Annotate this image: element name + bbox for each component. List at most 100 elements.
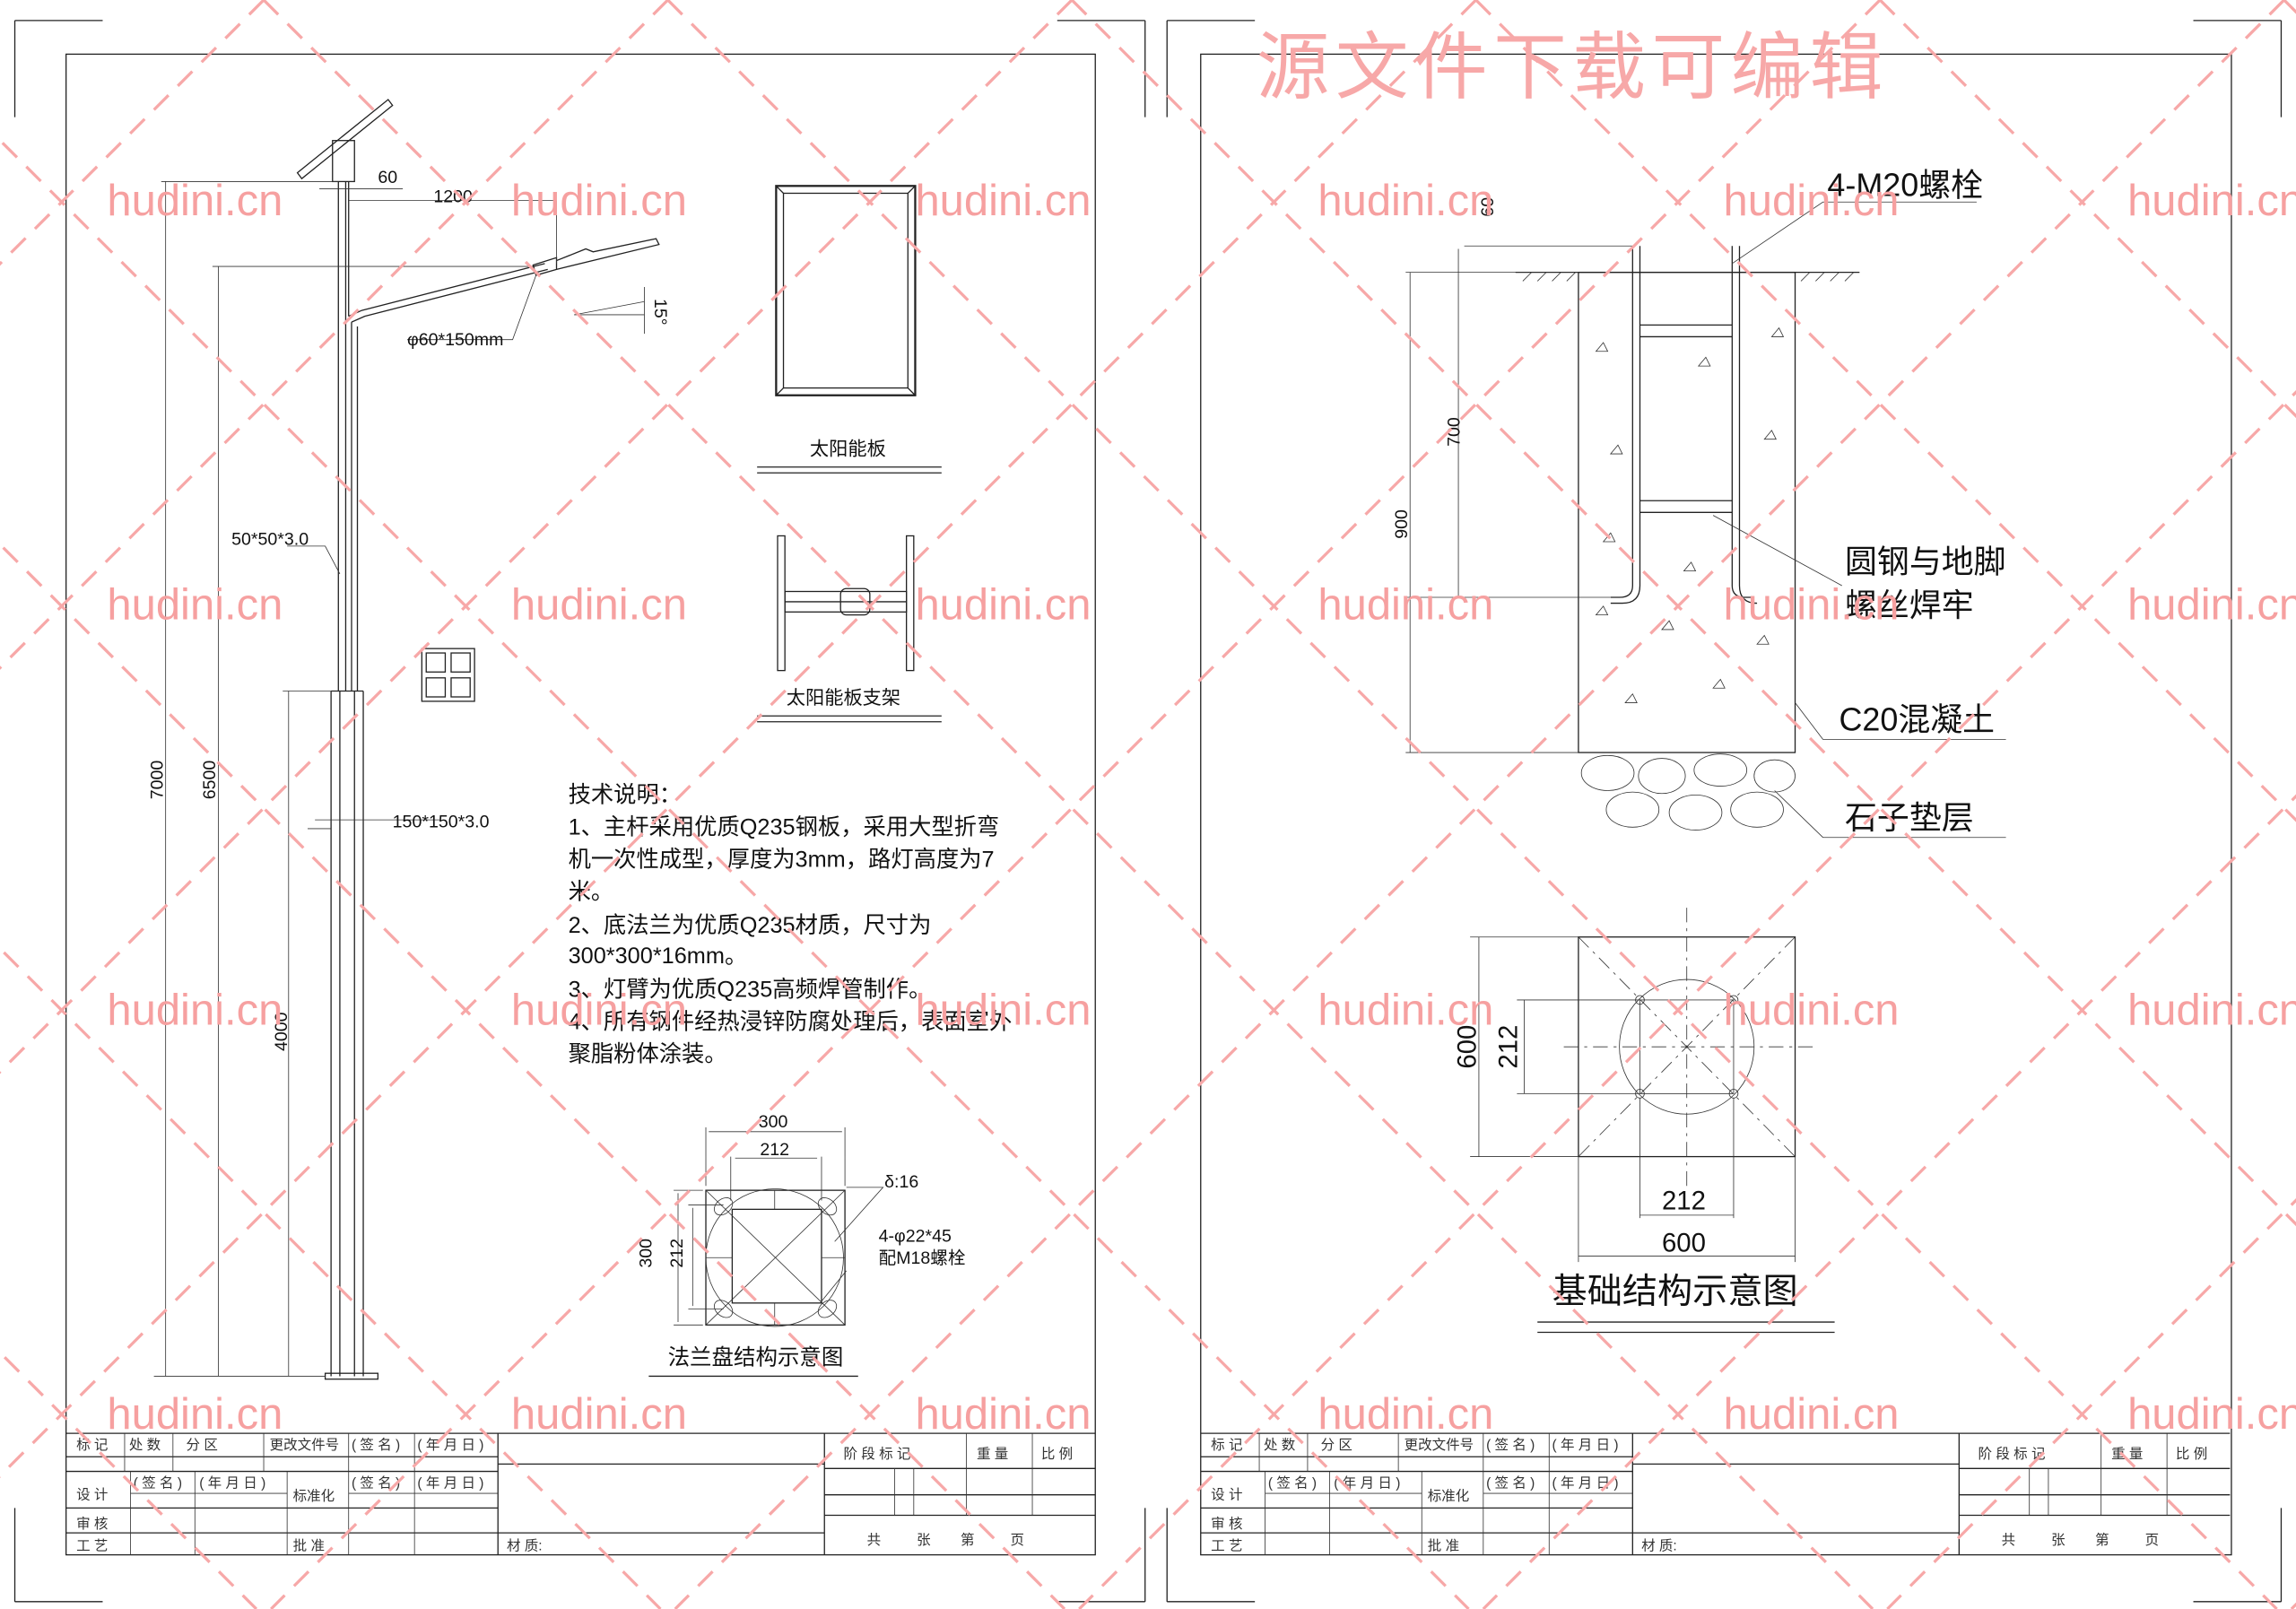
watermark-text: hudini.cn [511, 1390, 687, 1439]
plan-dim-600-h: 600 [1662, 1229, 1706, 1258]
tb-no: 第 [961, 1532, 975, 1548]
tech-note-line: 1、主杆采用优质Q235钢板，采用大型折弯 [569, 814, 1000, 839]
lower-section-label: 150*150*3.0 [393, 812, 490, 831]
solar-bracket-label: 太阳能板支架 [787, 687, 900, 709]
solar-bracket-view: 太阳能板支架 [757, 535, 942, 723]
watermark-text: hudini.cn [107, 1390, 283, 1439]
tech-notes: 技术说明： 1、主杆采用优质Q235钢板，采用大型折弯 机一次性成型，厚度为3m… [569, 783, 1013, 1067]
flange-inner-dim: 212 [760, 1140, 789, 1160]
foundation-plan: 600 212 212 600 基础结构示意图 [1453, 908, 1835, 1334]
flange-diagram: 300 212 300 212 δ:16 4-φ22*45 配M18螺栓 法兰盘… [637, 1112, 966, 1378]
watermark-text: hudini.cn [1724, 987, 1900, 1035]
watermark-text: hudini.cn [1318, 177, 1493, 225]
watermark-text: hudini.cn [511, 987, 687, 1035]
watermark-text: hudini.cn [2127, 177, 2296, 225]
flange-outer-dim-v: 300 [637, 1239, 657, 1268]
upper-section-label: 50*50*3.0 [231, 529, 309, 549]
bolt-label: 4-M20螺栓 [1827, 167, 1983, 204]
watermark-text: hudini.cn [1724, 1390, 1900, 1439]
flange-outer-dim: 300 [759, 1112, 788, 1132]
dim-top-width: 60 [378, 168, 397, 187]
flange-title: 法兰盘结构示意图 [668, 1344, 844, 1370]
tb-mark: 标 记 [76, 1437, 108, 1453]
watermark-text: hudini.cn [2127, 987, 2296, 1035]
watermark-text: hudini.cn [1724, 177, 1900, 225]
foundation-section: 4-M20螺栓 60 700 900 圆钢与地脚 螺丝焊牢 C20混凝土 石子垫… [1392, 167, 2006, 839]
watermark-text: hudini.cn [107, 177, 283, 225]
watermark-line [0, 138, 1470, 1609]
watermark-line [1070, 0, 2296, 1227]
tb-sign: ( 签 名 ) [134, 1475, 182, 1492]
tb-review: 审 核 [76, 1516, 108, 1532]
solar-panel-side [296, 99, 394, 180]
watermark-line [1482, 794, 2296, 1609]
tb-sheets: 张 [917, 1532, 931, 1548]
tb-stage: 阶 段 标 记 [843, 1446, 910, 1462]
flange-inner-dim-v: 212 [667, 1239, 687, 1268]
tb-weight: 重 量 [977, 1446, 1008, 1462]
tb-total: 共 [867, 1532, 882, 1548]
watermark-text: hudini.cn [915, 1390, 1091, 1439]
arm-angle-label: 15° [650, 299, 670, 326]
tb-count: 处 数 [129, 1437, 161, 1453]
watermark-text: hudini.cn [107, 581, 283, 630]
watermark-line [0, 0, 1477, 1478]
watermark-line [0, 542, 1066, 1609]
right-sheet-frame [1166, 20, 2283, 1603]
tb-material: 材 质: [507, 1538, 543, 1554]
watermark-text: hudini.cn [1318, 581, 1493, 630]
solar-panel-view: 太阳能板 [757, 185, 942, 474]
watermark-line [0, 0, 669, 670]
tb-page: 页 [1011, 1533, 1025, 1548]
concrete-label: C20混凝土 [1839, 701, 1995, 738]
gravel-label: 石子垫层 [1845, 799, 1974, 836]
foundation-title: 基础结构示意图 [1552, 1273, 1798, 1311]
tb-design: 设 计 [76, 1487, 108, 1503]
tb-sign: ( 签 名 ) [352, 1437, 400, 1453]
watermark-line [674, 0, 2285, 1609]
watermark-text: hudini.cn [2127, 581, 2296, 630]
dim-arm-length: 1200 [433, 187, 473, 206]
plan-dim-212-v: 212 [1493, 1025, 1523, 1069]
watermark-text: hudini.cn [511, 177, 687, 225]
height-total-label: 7000 [147, 761, 167, 800]
plan-dim-600-v: 600 [1453, 1025, 1483, 1069]
tb-process: 工 艺 [76, 1538, 108, 1554]
watermark-line [0, 0, 1074, 1074]
tb-date: ( 年 月 日 ) [199, 1475, 265, 1492]
watermark-text: hudini.cn [915, 177, 1091, 225]
dim-900: 900 [1392, 509, 1412, 539]
watermark-text: hudini.cn [1724, 581, 1900, 630]
watermark-line [270, 0, 1882, 1609]
flange-thickness: δ:16 [884, 1172, 918, 1192]
watermark-line [1886, 1198, 2296, 1609]
watermark-text: hudini.cn [1318, 1390, 1493, 1439]
tech-notes-title: 技术说明： [569, 783, 683, 808]
watermark-line [1078, 389, 2296, 1609]
watermark-text: hudini.cn [1318, 987, 1493, 1035]
tb-sign: ( 签 名 ) [352, 1475, 400, 1492]
weld-label-1: 圆钢与地脚 [1845, 543, 2006, 579]
tech-note-line: 聚脂粉体涂装。 [569, 1041, 727, 1066]
tb-date: ( 年 月 日 ) [417, 1475, 483, 1492]
tb-date: ( 年 月 日 ) [417, 1437, 483, 1453]
tech-note-line: 2、底法兰为优质Q235材质，尺寸为 [569, 913, 932, 938]
height-lamp-label: 6500 [200, 761, 220, 800]
tb-scale: 比 例 [1041, 1446, 1073, 1462]
tech-note-line: 300*300*16mm。 [569, 944, 748, 969]
height-lower-label: 4000 [272, 1012, 291, 1051]
watermark-text: hudini.cn [915, 987, 1091, 1035]
title-block: 标 记 处 数 分 区 更改文件号 ( 签 名 ) ( 年 月 日 ) 设 计 … [65, 1432, 1096, 1555]
tb-approve: 批 准 [293, 1538, 325, 1554]
watermark-text: hudini.cn [915, 581, 1091, 630]
watermark-banner: 源文件下载可编辑 [1257, 27, 1889, 109]
pole-elevation: 60 1200 φ60*150mm 15° 50*50*3.0 150*150*… [147, 99, 670, 1380]
watermark-line [666, 0, 2278, 1609]
tb-standard: 标准化 [293, 1488, 335, 1504]
weld-label-2: 螺丝焊牢 [1845, 587, 1974, 623]
watermark-line [1474, 0, 2296, 822]
dim-700: 700 [1445, 417, 1465, 447]
flange-bolts: 配M18螺栓 [879, 1248, 966, 1268]
dim-60: 60 [1478, 197, 1498, 217]
